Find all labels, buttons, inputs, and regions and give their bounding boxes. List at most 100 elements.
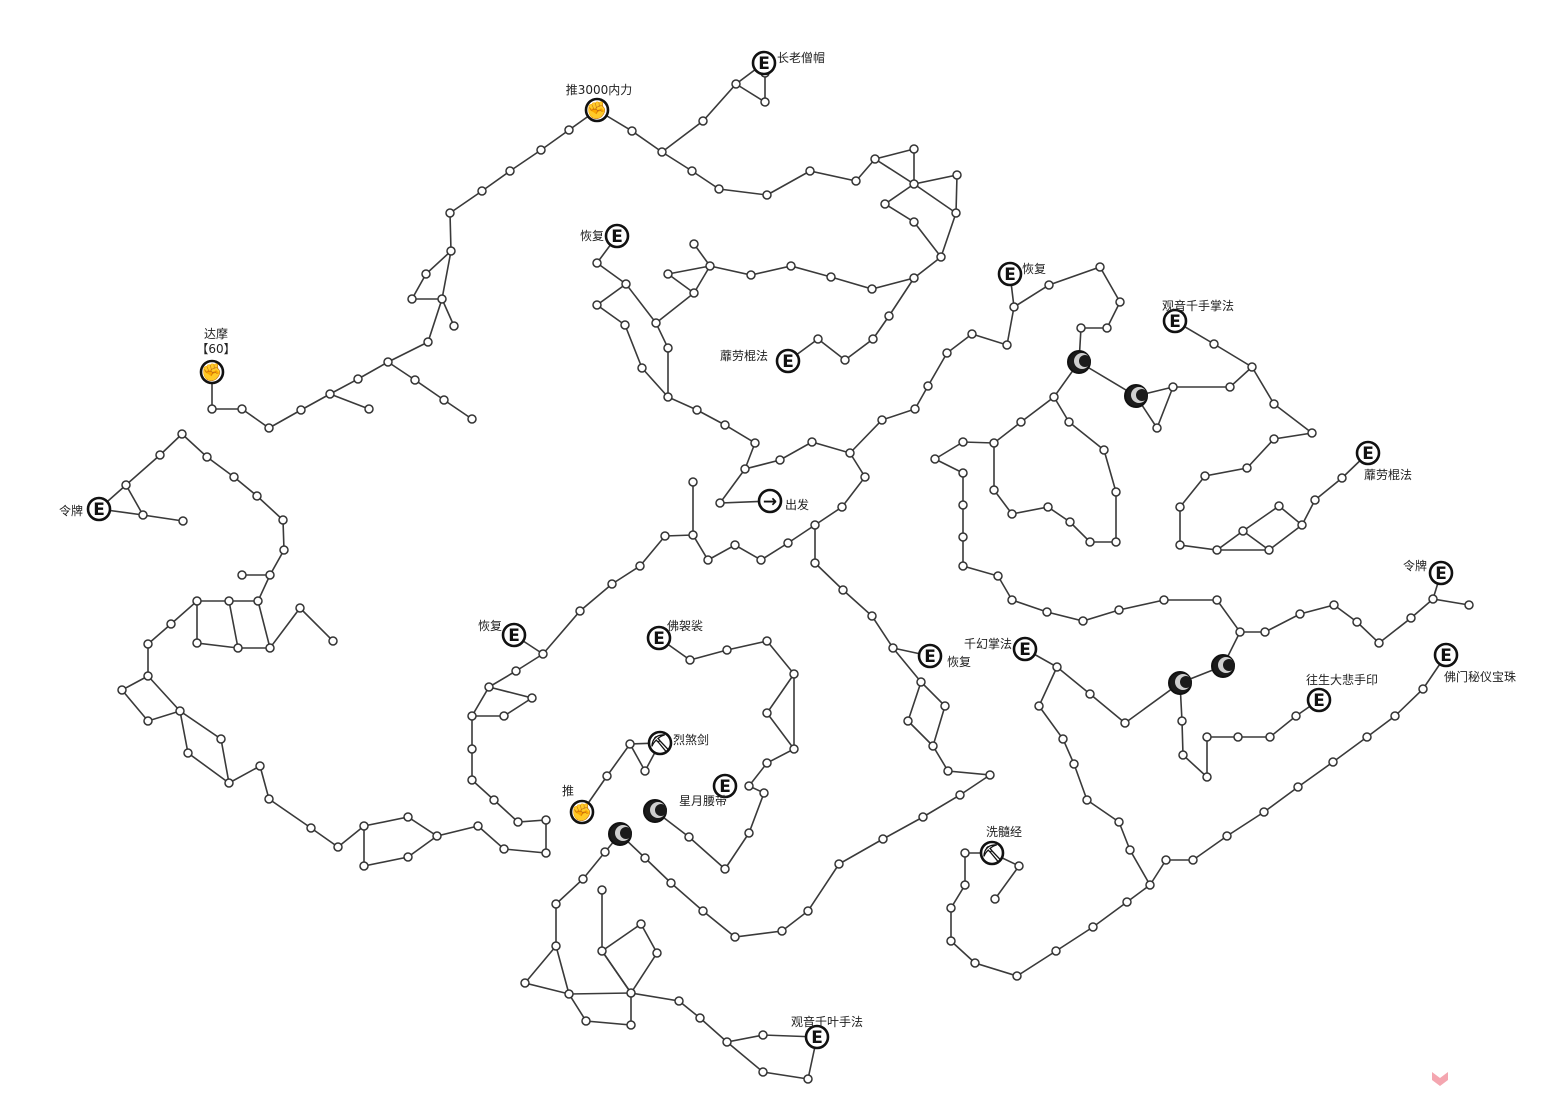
map-node[interactable] xyxy=(592,300,602,310)
map-node[interactable] xyxy=(1225,382,1235,392)
map-node[interactable] xyxy=(1009,302,1019,312)
map-node[interactable] xyxy=(635,561,645,571)
map-node[interactable] xyxy=(237,570,247,580)
map-node[interactable] xyxy=(940,701,950,711)
map-node[interactable] xyxy=(484,682,494,692)
marker-boss-5[interactable] xyxy=(608,822,632,846)
map-node[interactable] xyxy=(597,946,607,956)
map-node[interactable] xyxy=(758,1067,768,1077)
map-node[interactable] xyxy=(467,744,477,754)
map-node[interactable] xyxy=(233,643,243,653)
map-node[interactable] xyxy=(960,848,970,858)
map-node[interactable] xyxy=(467,775,477,785)
map-node[interactable] xyxy=(1120,718,1130,728)
map-node[interactable] xyxy=(838,585,848,595)
map-node[interactable] xyxy=(730,932,740,942)
map-node[interactable] xyxy=(1188,855,1198,865)
map-node[interactable] xyxy=(1099,445,1109,455)
map-node[interactable] xyxy=(657,147,667,157)
map-node[interactable] xyxy=(265,570,275,580)
map-node[interactable] xyxy=(1159,595,1169,605)
map-node[interactable] xyxy=(789,669,799,679)
map-node[interactable] xyxy=(640,766,650,776)
map-node[interactable] xyxy=(1064,417,1074,427)
map-node[interactable] xyxy=(909,217,919,227)
map-node[interactable] xyxy=(278,515,288,525)
map-node[interactable] xyxy=(1111,487,1121,497)
map-node[interactable] xyxy=(551,941,561,951)
map-node[interactable] xyxy=(177,429,187,439)
map-node[interactable] xyxy=(445,208,455,218)
map-node[interactable] xyxy=(636,919,646,929)
map-node[interactable] xyxy=(1329,600,1339,610)
map-node[interactable] xyxy=(575,606,585,616)
map-node[interactable] xyxy=(1222,831,1232,841)
map-node[interactable] xyxy=(946,936,956,946)
marker-boss-2[interactable] xyxy=(1124,384,1148,408)
map-node[interactable] xyxy=(888,643,898,653)
map-node[interactable] xyxy=(698,116,708,126)
map-node[interactable] xyxy=(1065,517,1075,527)
map-node[interactable] xyxy=(202,452,212,462)
map-node[interactable] xyxy=(446,246,456,256)
map-node[interactable] xyxy=(1235,627,1245,637)
map-node[interactable] xyxy=(192,638,202,648)
map-node[interactable] xyxy=(264,423,274,433)
map-node[interactable] xyxy=(689,288,699,298)
map-node[interactable] xyxy=(985,770,995,780)
map-node[interactable] xyxy=(1076,323,1086,333)
map-node[interactable] xyxy=(958,500,968,510)
map-node[interactable] xyxy=(264,794,274,804)
map-node[interactable] xyxy=(744,781,754,791)
map-node[interactable] xyxy=(1352,617,1362,627)
map-node[interactable] xyxy=(224,778,234,788)
map-node[interactable] xyxy=(467,711,477,721)
map-node[interactable] xyxy=(138,510,148,520)
map-node[interactable] xyxy=(166,619,176,629)
map-node[interactable] xyxy=(295,603,305,613)
map-node[interactable] xyxy=(637,363,647,373)
map-node[interactable] xyxy=(505,166,515,176)
map-node[interactable] xyxy=(1202,772,1212,782)
map-node[interactable] xyxy=(325,389,335,399)
map-node[interactable] xyxy=(695,1013,705,1023)
map-node[interactable] xyxy=(756,555,766,565)
map-node[interactable] xyxy=(1328,757,1338,767)
map-node[interactable] xyxy=(607,579,617,589)
map-node[interactable] xyxy=(705,261,715,271)
map-node[interactable] xyxy=(651,318,661,328)
map-node[interactable] xyxy=(1418,684,1428,694)
map-node[interactable] xyxy=(473,821,483,831)
map-node[interactable] xyxy=(333,842,343,852)
map-node[interactable] xyxy=(744,828,754,838)
map-node[interactable] xyxy=(1125,845,1135,855)
map-node[interactable] xyxy=(536,145,546,155)
marker-recover-3[interactable]: E恢复 xyxy=(478,619,527,648)
map-node[interactable] xyxy=(1034,701,1044,711)
map-node[interactable] xyxy=(845,448,855,458)
map-node[interactable] xyxy=(421,269,431,279)
map-node[interactable] xyxy=(255,761,265,771)
map-node[interactable] xyxy=(740,464,750,474)
map-node[interactable] xyxy=(837,502,847,512)
map-node[interactable] xyxy=(918,812,928,822)
map-node[interactable] xyxy=(946,903,956,913)
map-node[interactable] xyxy=(541,848,551,858)
map-node[interactable] xyxy=(1049,392,1059,402)
marker-token-1[interactable]: E令牌 xyxy=(59,496,112,522)
map-node[interactable] xyxy=(117,685,127,695)
map-node[interactable] xyxy=(722,645,732,655)
map-node[interactable] xyxy=(620,320,630,330)
map-node[interactable] xyxy=(685,655,695,665)
map-node[interactable] xyxy=(564,125,574,135)
map-node[interactable] xyxy=(1115,297,1125,307)
map-node[interactable] xyxy=(759,788,769,798)
map-node[interactable] xyxy=(359,821,369,831)
map-node[interactable] xyxy=(958,468,968,478)
map-node[interactable] xyxy=(237,404,247,414)
